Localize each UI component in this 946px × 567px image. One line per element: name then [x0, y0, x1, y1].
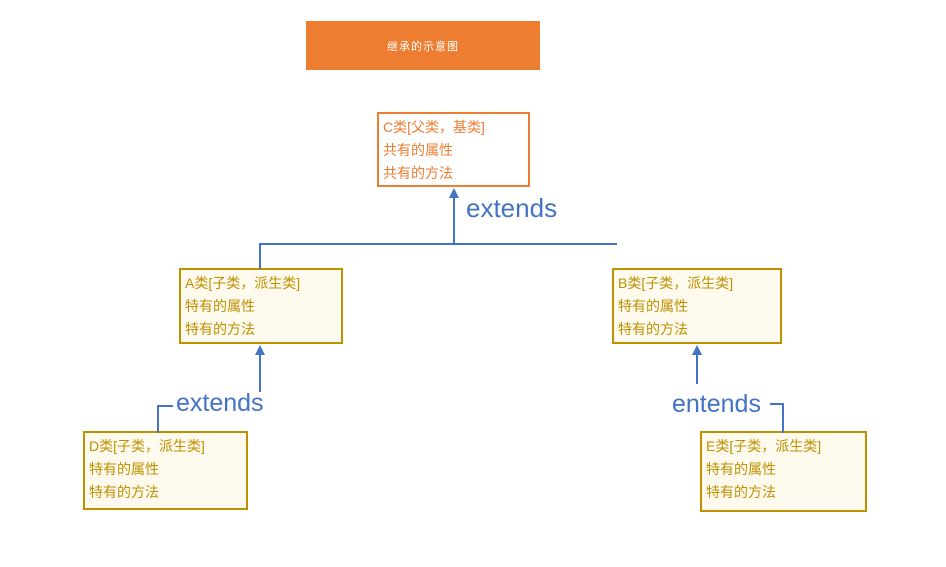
extends-label-top: extends [466, 193, 558, 223]
connector-e-elbow-vertical [782, 403, 784, 433]
connector-d-elbow-vertical [157, 405, 159, 433]
class-b-methods: 特有的方法 [618, 321, 688, 337]
class-c-methods: 共有的方法 [383, 165, 453, 181]
class-e-name: E类[子类，派生类] [706, 438, 822, 454]
class-a-attributes: 特有的属性 [185, 298, 255, 314]
class-box-a: A类[子类，派生类] 特有的属性 特有的方法 [179, 268, 343, 344]
class-c-name: C类[父类，基类] [383, 119, 485, 135]
class-box-b: B类[子类，派生类] 特有的属性 特有的方法 [612, 268, 782, 344]
connector-b-vertical [696, 354, 698, 384]
class-d-attributes: 特有的属性 [89, 461, 159, 477]
class-b-name: B类[子类，派生类] [618, 275, 734, 291]
class-e-methods: 特有的方法 [706, 484, 776, 500]
diagram-title-text: 继承的示意图 [387, 40, 459, 53]
connector-d-elbow-horizontal [157, 405, 173, 407]
class-e-attributes: 特有的属性 [706, 461, 776, 477]
connector-a-vertical [259, 354, 261, 392]
connector-e-elbow-horizontal [770, 403, 784, 405]
connector-branch-to-a [259, 243, 261, 269]
arrowhead-to-b-icon [692, 345, 702, 355]
connector-branch-horizontal [259, 243, 617, 245]
arrowhead-to-a-icon [255, 345, 265, 355]
connector-c-vertical [453, 197, 455, 244]
class-a-methods: 特有的方法 [185, 321, 255, 337]
arrowhead-to-c-icon [449, 188, 459, 198]
class-c-attributes: 共有的属性 [383, 142, 453, 158]
class-a-name: A类[子类，派生类] [185, 275, 301, 291]
diagram-title-banner: 继承的示意图 [306, 21, 540, 70]
class-box-e: E类[子类，派生类] 特有的属性 特有的方法 [700, 431, 867, 512]
class-box-c: C类[父类，基类] 共有的属性 共有的方法 [377, 112, 530, 187]
extends-label-bottom-left: extends [176, 389, 264, 417]
entends-label-bottom-right: entends [672, 390, 761, 418]
class-d-name: D类[子类，派生类] [89, 438, 205, 454]
class-box-d: D类[子类，派生类] 特有的属性 特有的方法 [83, 431, 248, 510]
class-d-methods: 特有的方法 [89, 484, 159, 500]
class-b-attributes: 特有的属性 [618, 298, 688, 314]
